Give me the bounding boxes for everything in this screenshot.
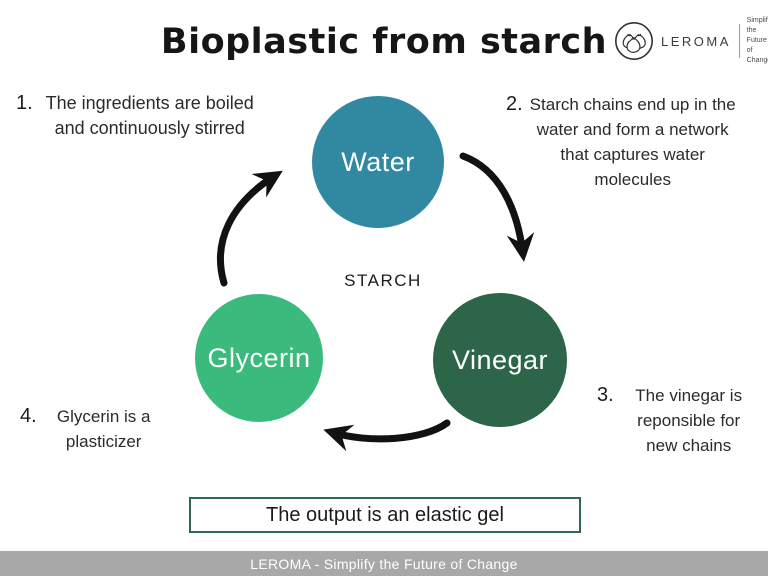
step-4-text: Glycerin is a plasticizer bbox=[56, 407, 151, 451]
step-2-number: 2. bbox=[506, 93, 523, 115]
water-node: Water bbox=[312, 96, 444, 228]
logo-tagline: Simplify the Future of Change bbox=[746, 17, 768, 64]
step-2-text: Starch chains end up in the water and fo… bbox=[529, 95, 736, 189]
arrow-vinegar-to-glycerin-icon bbox=[323, 419, 451, 452]
arrow-glycerin-to-water-icon bbox=[217, 170, 283, 287]
step-1-number: 1. bbox=[16, 92, 33, 114]
step-3-text: The vinegar is reponsible for new chains bbox=[635, 386, 743, 455]
step-2-note: 2. Starch chains end up in the water and… bbox=[506, 92, 738, 192]
logo-divider bbox=[738, 24, 740, 58]
leroma-logo: LEROMA Simplify the Future of Change bbox=[614, 16, 768, 66]
step-1-text: The ingredients are boiled and continuou… bbox=[45, 93, 254, 138]
step-3-note: 3. The vinegar is reponsible for new cha… bbox=[597, 383, 753, 458]
step-1-note: 1. The ingredients are boiled and contin… bbox=[16, 91, 264, 141]
glycerin-node-label: Glycerin bbox=[207, 342, 311, 373]
water-node-label: Water bbox=[341, 146, 415, 177]
starch-center-label: STARCH bbox=[344, 271, 422, 290]
page-title: Bioplastic from starch bbox=[160, 22, 608, 62]
output-box-text: The output is an elastic gel bbox=[266, 503, 504, 526]
step-4-note: 4. Glycerin is a plasticizer bbox=[20, 404, 160, 454]
footer-bar: LEROMA - Simplify the Future of Change bbox=[0, 551, 768, 576]
footer-text: LEROMA - Simplify the Future of Change bbox=[250, 555, 518, 572]
step-3-number: 3. bbox=[597, 384, 614, 406]
step-4-number: 4. bbox=[20, 405, 37, 427]
vinegar-node: Vinegar bbox=[433, 293, 567, 427]
sacks-in-circle-icon bbox=[614, 21, 654, 61]
vinegar-node-label: Vinegar bbox=[451, 344, 549, 375]
output-box: The output is an elastic gel bbox=[189, 497, 581, 533]
glycerin-node: Glycerin bbox=[195, 294, 323, 422]
logo-brand-text: LEROMA bbox=[661, 33, 731, 49]
